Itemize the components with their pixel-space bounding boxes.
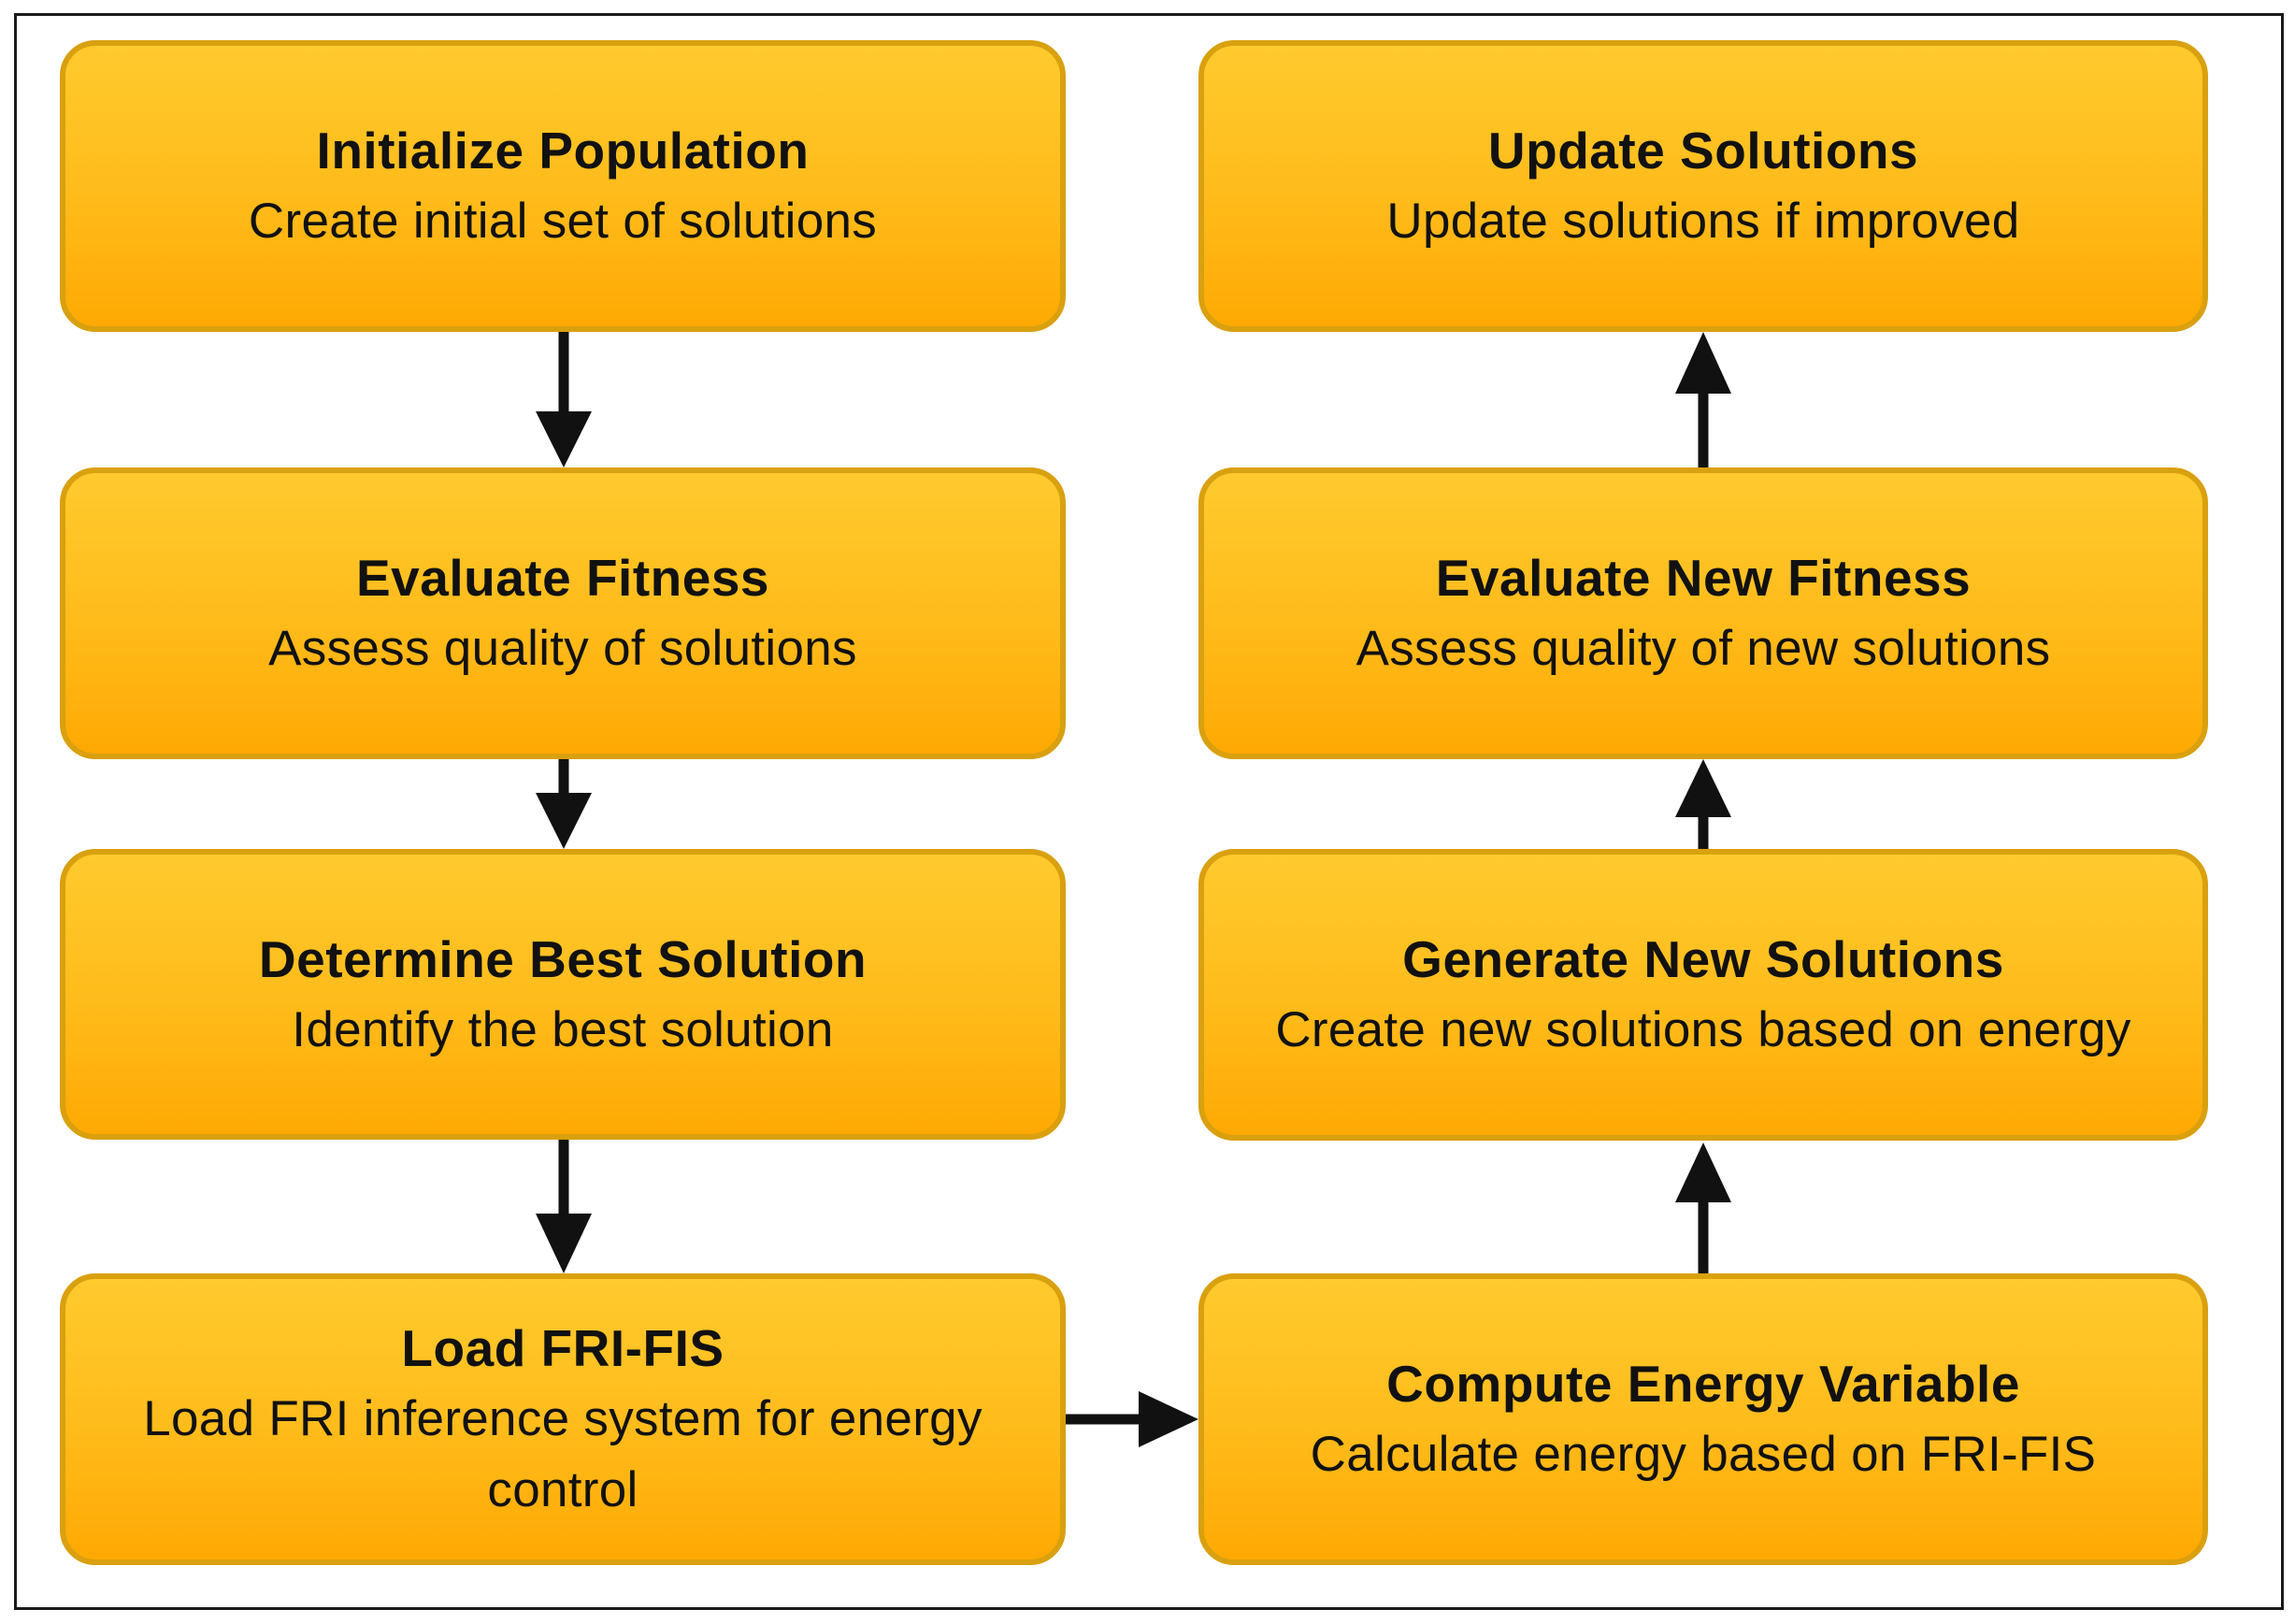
- node-evaluate-fitness: Evaluate Fitness Assess quality of solut…: [60, 467, 1066, 759]
- node-subtitle: Calculate energy based on FRI-FIS: [1310, 1427, 2097, 1482]
- node-subtitle: Assess quality of new solutions: [1355, 621, 2051, 676]
- node-subtitle: Create new solutions based on energy: [1275, 1002, 2131, 1057]
- node-update-solutions: Update Solutions Update solutions if imp…: [1198, 40, 2208, 332]
- node-title: Determine Best Solution: [258, 929, 868, 988]
- node-load-fri-fis: Load FRI-FIS Load FRI inference system f…: [60, 1273, 1066, 1565]
- node-evaluate-new-fitness: Evaluate New Fitness Assess quality of n…: [1198, 467, 2208, 759]
- node-determine-best-solution: Determine Best Solution Identify the bes…: [60, 849, 1066, 1140]
- node-title: Evaluate Fitness: [355, 549, 770, 607]
- node-subtitle: Load FRI inference system for energy con…: [143, 1391, 983, 1517]
- node-compute-energy-variable: Compute Energy Variable Calculate energy…: [1198, 1273, 2208, 1565]
- node-title: Compute Energy Variable: [1386, 1355, 2020, 1413]
- node-title: Update Solutions: [1487, 122, 1919, 180]
- node-subtitle: Update solutions if improved: [1386, 194, 2020, 249]
- node-subtitle: Create initial set of solutions: [248, 194, 878, 249]
- node-title: Evaluate New Fitness: [1435, 549, 1972, 607]
- node-title: Initialize Population: [316, 122, 810, 180]
- node-title: Load FRI-FIS: [401, 1319, 724, 1377]
- node-subtitle: Assess quality of solutions: [268, 621, 857, 676]
- node-initialize-population: Initialize Population Create initial set…: [60, 40, 1066, 332]
- node-subtitle: Identify the best solution: [292, 1001, 834, 1057]
- node-generate-new-solutions: Generate New Solutions Create new soluti…: [1198, 849, 2208, 1141]
- node-title: Generate New Solutions: [1402, 930, 2004, 988]
